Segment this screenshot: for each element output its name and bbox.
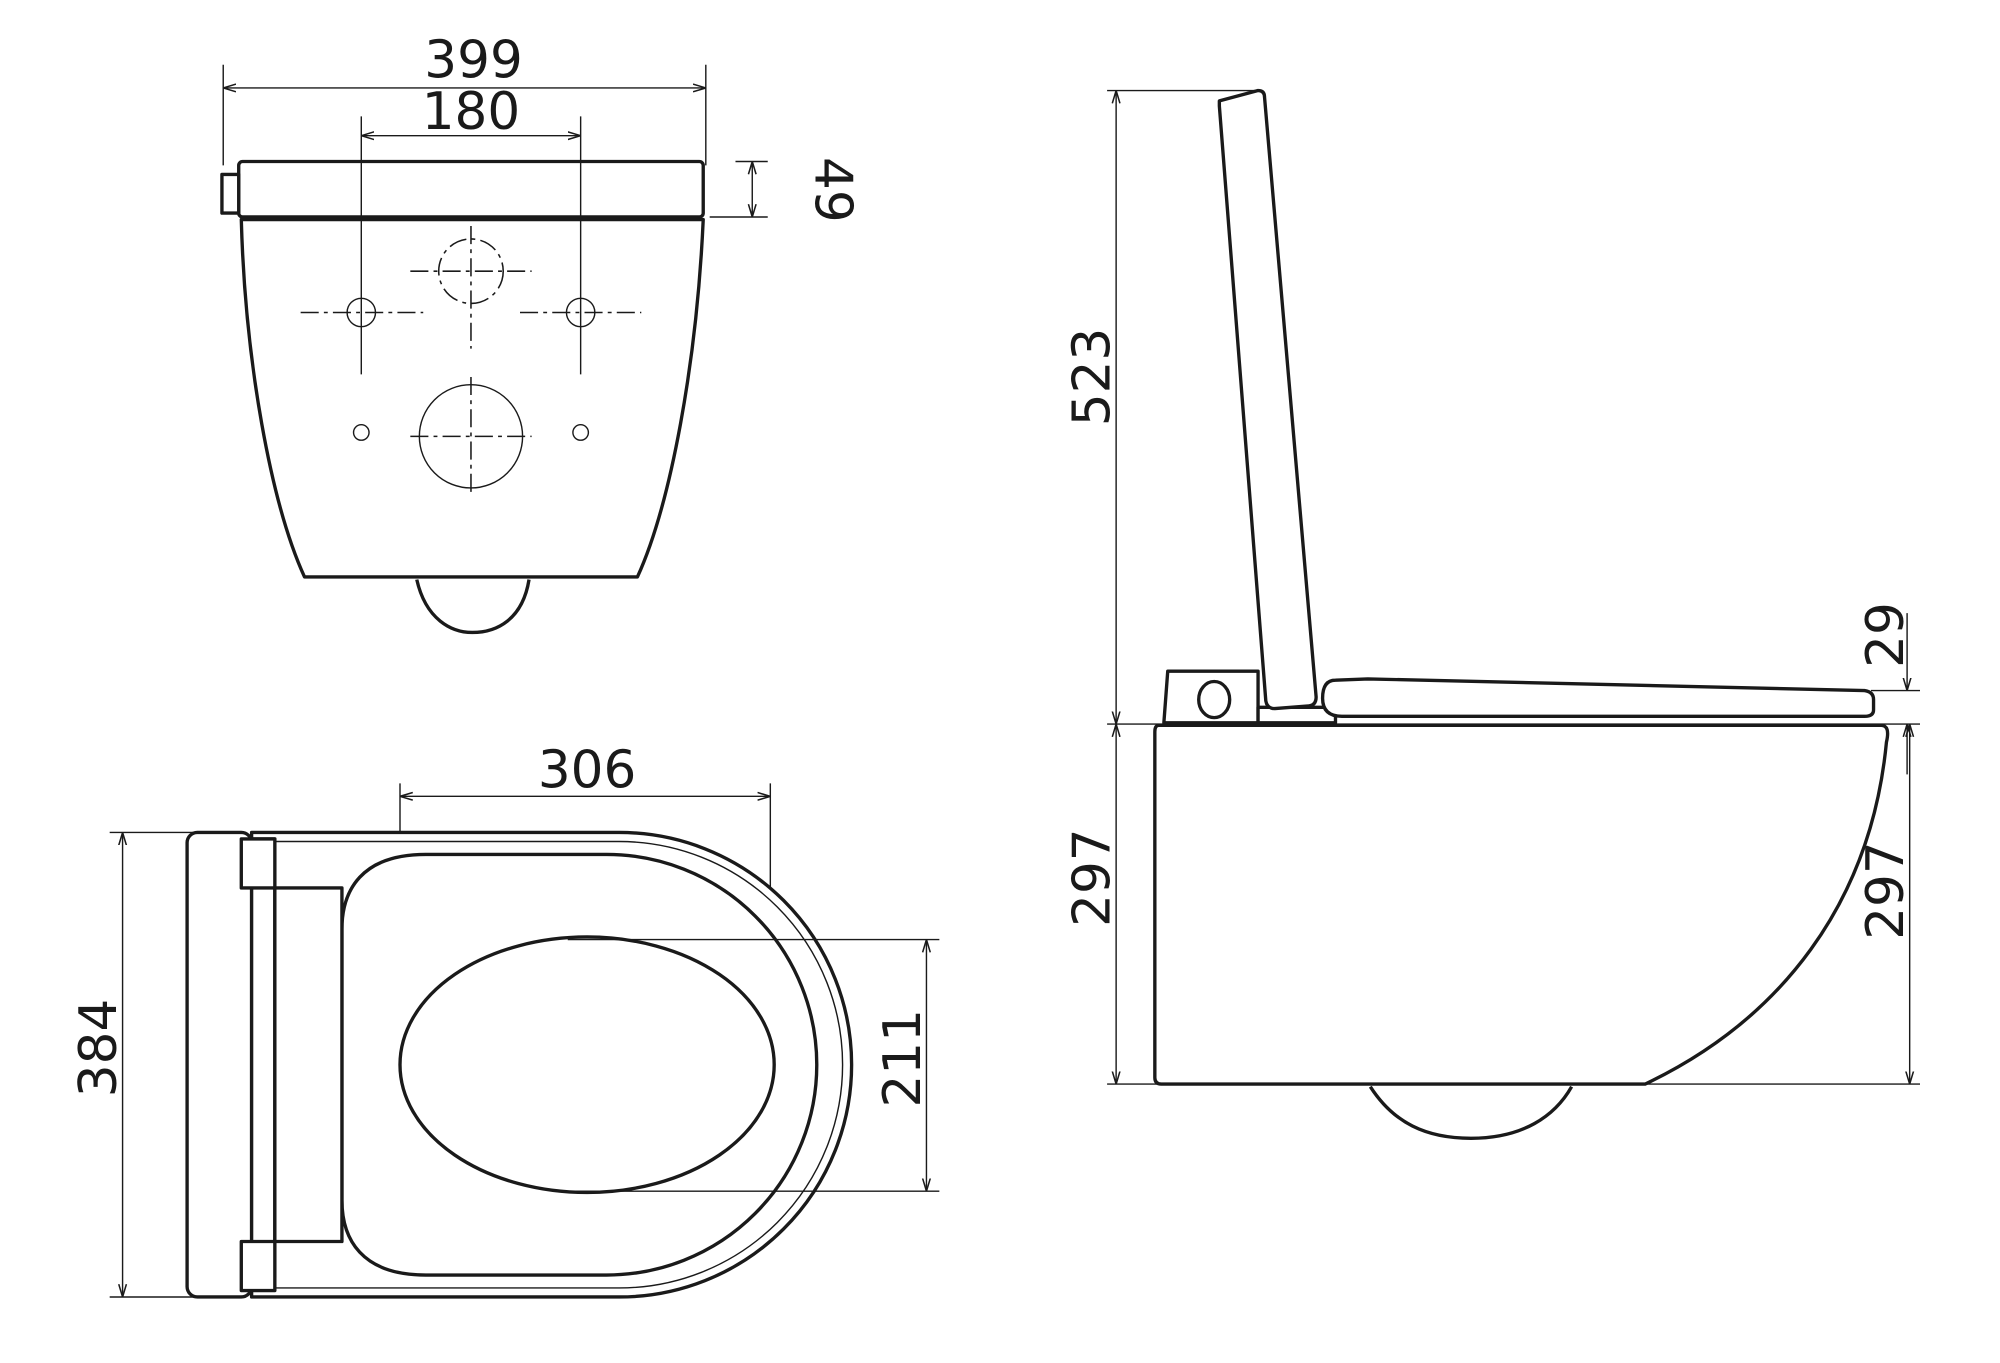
front-view: 399 180 49 xyxy=(220,31,862,635)
dim-lid-open-height: 523 xyxy=(1063,328,1123,427)
hinge-icon xyxy=(1197,679,1232,720)
dim-body-height-left: 297 xyxy=(1063,828,1123,927)
front-lid xyxy=(237,159,705,219)
top-view: 306 384 211 xyxy=(69,740,940,1299)
side-body xyxy=(1153,723,1890,1086)
front-body xyxy=(239,217,705,579)
side-view: 523 297 297 29 xyxy=(1063,88,1920,1140)
bowl-opening xyxy=(398,935,776,1195)
front-outlet xyxy=(415,579,531,635)
dim-depth: 306 xyxy=(538,740,637,800)
raised-lid xyxy=(1217,88,1318,711)
dim-body-height-right: 297 xyxy=(1856,841,1916,940)
dim-bowl-opening: 211 xyxy=(873,1009,933,1108)
dim-width: 384 xyxy=(69,999,129,1098)
dim-lid-height: 49 xyxy=(802,157,862,223)
dim-overall-width: 399 xyxy=(424,31,523,91)
side-outlet xyxy=(1368,1085,1574,1140)
dim-seat-thickness: 29 xyxy=(1856,602,1916,668)
dim-bolt-spacing: 180 xyxy=(422,82,521,142)
seat-side xyxy=(1320,677,1876,719)
seat-back-strip xyxy=(185,830,254,1299)
